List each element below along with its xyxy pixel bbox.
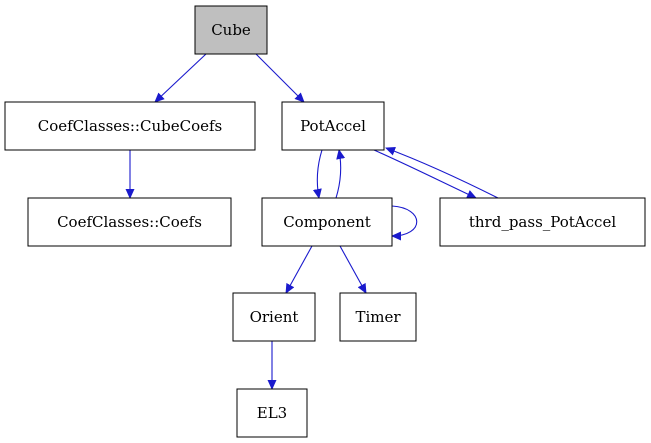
node-label-orient: Orient [250, 308, 299, 326]
edge-thrd-to-potaccel [385, 146, 499, 199]
edge-component-to-orient [285, 245, 313, 294]
edge-cube-to-cubecoefs [154, 53, 207, 103]
node-timer[interactable]: Timer [339, 292, 417, 342]
node-thrd-pass-potaccel[interactable]: thrd_pass_PotAccel [439, 197, 646, 247]
node-label-cube: Cube [211, 21, 251, 39]
node-component[interactable]: Component [261, 197, 393, 247]
node-orient[interactable]: Orient [232, 292, 316, 342]
edge-component-to-timer [339, 245, 367, 294]
edge-potaccel-to-thrd [373, 149, 477, 199]
node-label-thrd: thrd_pass_PotAccel [469, 213, 616, 231]
edge-layer [125, 53, 499, 390]
node-cubecoefs[interactable]: CoefClasses::CubeCoefs [4, 101, 256, 151]
node-el3[interactable]: EL3 [236, 388, 308, 438]
node-label-cubecoefs: CoefClasses::CubeCoefs [38, 117, 222, 135]
node-label-potaccel: PotAccel [300, 117, 366, 135]
node-cube[interactable]: Cube [194, 5, 268, 55]
edge-component-to-potaccel [335, 149, 346, 199]
edge-potaccel-to-component [312, 149, 323, 199]
node-label-coefs: CoefClasses::Coefs [57, 213, 202, 231]
node-label-timer: Timer [355, 308, 401, 326]
node-label-component: Component [283, 213, 371, 231]
node-label-el3: EL3 [257, 404, 287, 422]
node-potaccel[interactable]: PotAccel [281, 101, 385, 151]
edge-cube-to-potaccel [255, 53, 305, 103]
edge-component-self-loop [391, 205, 418, 241]
node-coefs[interactable]: CoefClasses::Coefs [27, 197, 232, 247]
node-layer: Cube CoefClasses::CubeCoefs PotAccel Coe… [4, 5, 646, 438]
